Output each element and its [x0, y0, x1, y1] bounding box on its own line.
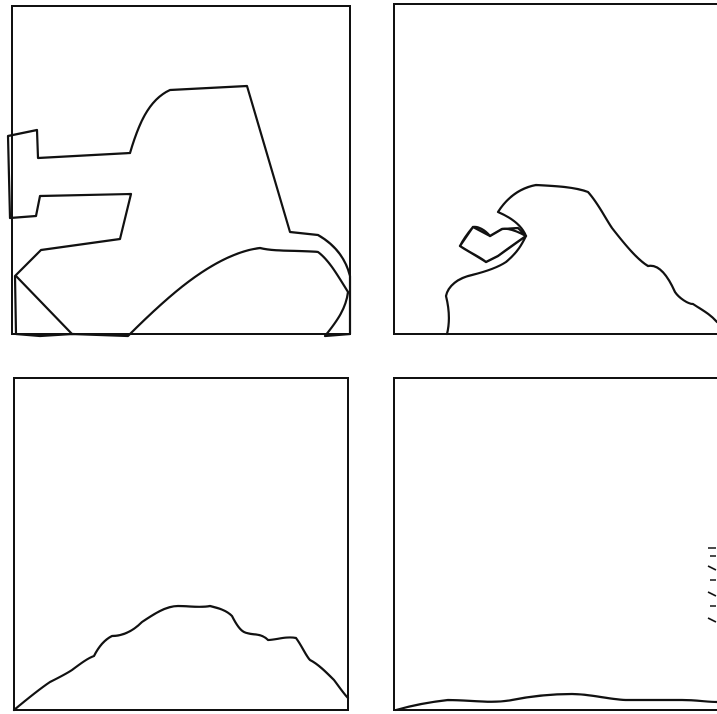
panel-bottom-right-frame: [394, 378, 717, 710]
scan-artifact-marks: [708, 548, 716, 622]
panel-bottom-right: [394, 378, 717, 710]
panel-top-left-foot-left: [16, 276, 72, 334]
panel-top-left: [8, 6, 350, 336]
panel-top-right-shape: [446, 185, 717, 334]
panel-bottom-left: [14, 378, 348, 710]
panel-bottom-left-shape: [14, 606, 348, 710]
panel-bottom-right-shape: [396, 694, 717, 710]
panel-top-left-shape: [8, 86, 350, 336]
panel-bottom-left-frame: [14, 378, 348, 710]
panel-top-right: [394, 4, 717, 334]
panel-top-left-frame: [12, 6, 350, 334]
panel-top-right-frame: [394, 4, 717, 334]
